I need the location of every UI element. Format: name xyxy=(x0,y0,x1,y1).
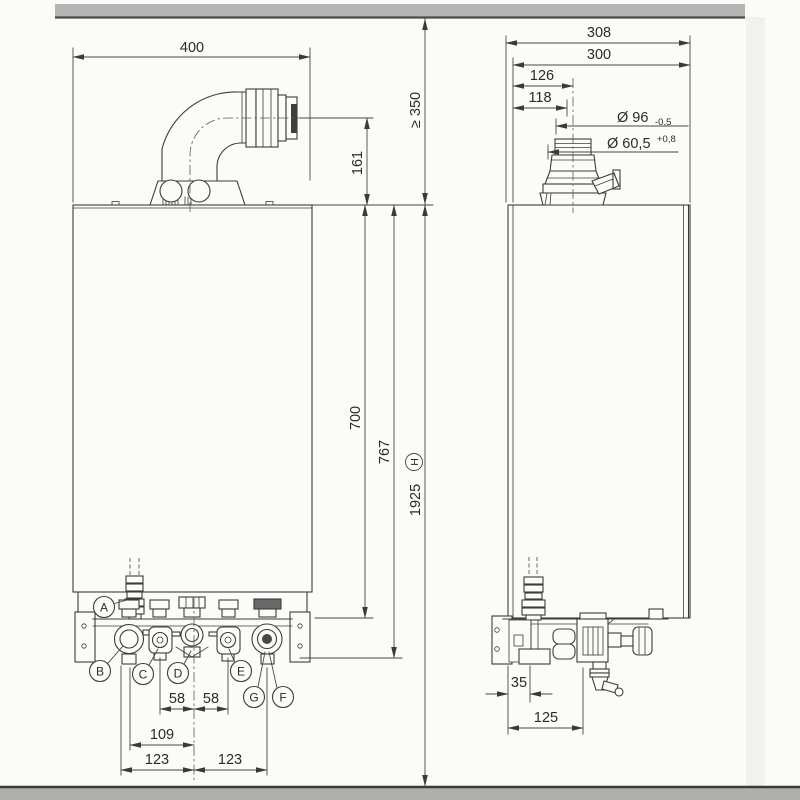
dim-conn-offset-label: 109 xyxy=(150,727,174,743)
callout-e-label: E xyxy=(237,665,245,679)
connection-callouts: A B C D E G F xyxy=(88,595,295,709)
scan-band xyxy=(746,17,765,787)
valve-c xyxy=(148,626,181,661)
dim-height-to-connections-label: 767 xyxy=(377,440,393,464)
dim-siphon-offset-label: 35 xyxy=(511,675,527,691)
ceiling-fill xyxy=(55,4,745,17)
callout-d-label: D xyxy=(174,667,183,681)
callout-g-circle xyxy=(242,685,266,709)
callout-c-circle xyxy=(131,662,155,686)
gas-connection-d xyxy=(175,623,209,658)
dim-min-clearance-label: ≥ 350 xyxy=(408,92,424,128)
valve-stubs xyxy=(118,596,282,618)
callout-f-label: F xyxy=(279,691,286,705)
dim-floor-to-top-label: 1925 xyxy=(408,484,424,516)
callout-a-label: A xyxy=(100,601,108,615)
valve-fg xyxy=(251,623,283,665)
flue-collar-side xyxy=(539,78,621,213)
dim-flue-inner-tolerance-label: +0,8 xyxy=(657,134,676,145)
dimensions-side: 308 300 126 118 Ø 96 -0,5 Ø 60,5 +0,8 35 xyxy=(485,25,691,735)
flue-centerline xyxy=(189,117,300,212)
floor-hatch-bar xyxy=(0,785,800,800)
ceiling-hatch-bar xyxy=(55,4,745,19)
height-ref-label: H xyxy=(409,458,421,466)
dim-flue-inner-diameter-label: Ø 60,5 xyxy=(607,136,651,152)
callout-c-label: C xyxy=(139,668,148,682)
dimensions-front: 400 161 ≥ 350 700 767 1925 H xyxy=(72,18,434,787)
dim-flue-elbow-height-label: 161 xyxy=(350,151,366,175)
dim-conn-span-left-label: 123 xyxy=(145,752,169,768)
dim-flue-outer-diameter-label: Ø 96 xyxy=(617,110,648,126)
callout-g-label: G xyxy=(249,691,258,705)
front-view: 400 161 ≥ 350 700 767 1925 H xyxy=(72,18,434,787)
floor-fill xyxy=(0,788,800,800)
side-view: 308 300 126 118 Ø 96 -0,5 Ø 60,5 +0,8 35 xyxy=(485,25,691,735)
dim-flue-outer-tolerance-label: -0,5 xyxy=(655,117,671,128)
boiler-casing-side xyxy=(507,204,691,626)
flue-elbow xyxy=(149,88,300,212)
callout-e-circle xyxy=(229,659,253,683)
callout-b-circle xyxy=(88,659,112,683)
dim-connection-depth-label: 125 xyxy=(534,710,558,726)
siphon-ribs xyxy=(521,576,546,621)
hydraulic-connections xyxy=(74,596,311,665)
dim-depth-overall-label: 308 xyxy=(587,25,611,41)
boiler-casing-front xyxy=(72,201,313,617)
dim-depth-casing-label: 300 xyxy=(587,47,611,63)
dim-flue-axis-offset-label: 126 xyxy=(530,68,554,84)
dim-conn-span-right-label: 123 xyxy=(218,752,242,768)
callout-b-label: B xyxy=(96,665,104,679)
valve-b xyxy=(113,623,151,665)
callout-a-circle xyxy=(92,595,116,619)
dim-conn-pitch-right-label: 58 xyxy=(203,691,219,707)
dim-flue-duct-offset-label: 118 xyxy=(528,90,551,106)
valve-e xyxy=(208,626,241,662)
dim-casing-height-label: 700 xyxy=(348,406,364,430)
callout-d-circle xyxy=(166,661,190,685)
side-bottom-assembly xyxy=(491,557,669,697)
collar-spout xyxy=(591,172,620,195)
height-ref-circle xyxy=(405,453,423,471)
flue-terminal-opening xyxy=(291,104,297,133)
dim-conn-pitch-left-label: 58 xyxy=(169,691,185,707)
drain-valve xyxy=(589,661,624,697)
dim-front-width-label: 400 xyxy=(180,40,204,56)
callout-f-circle xyxy=(271,685,295,709)
